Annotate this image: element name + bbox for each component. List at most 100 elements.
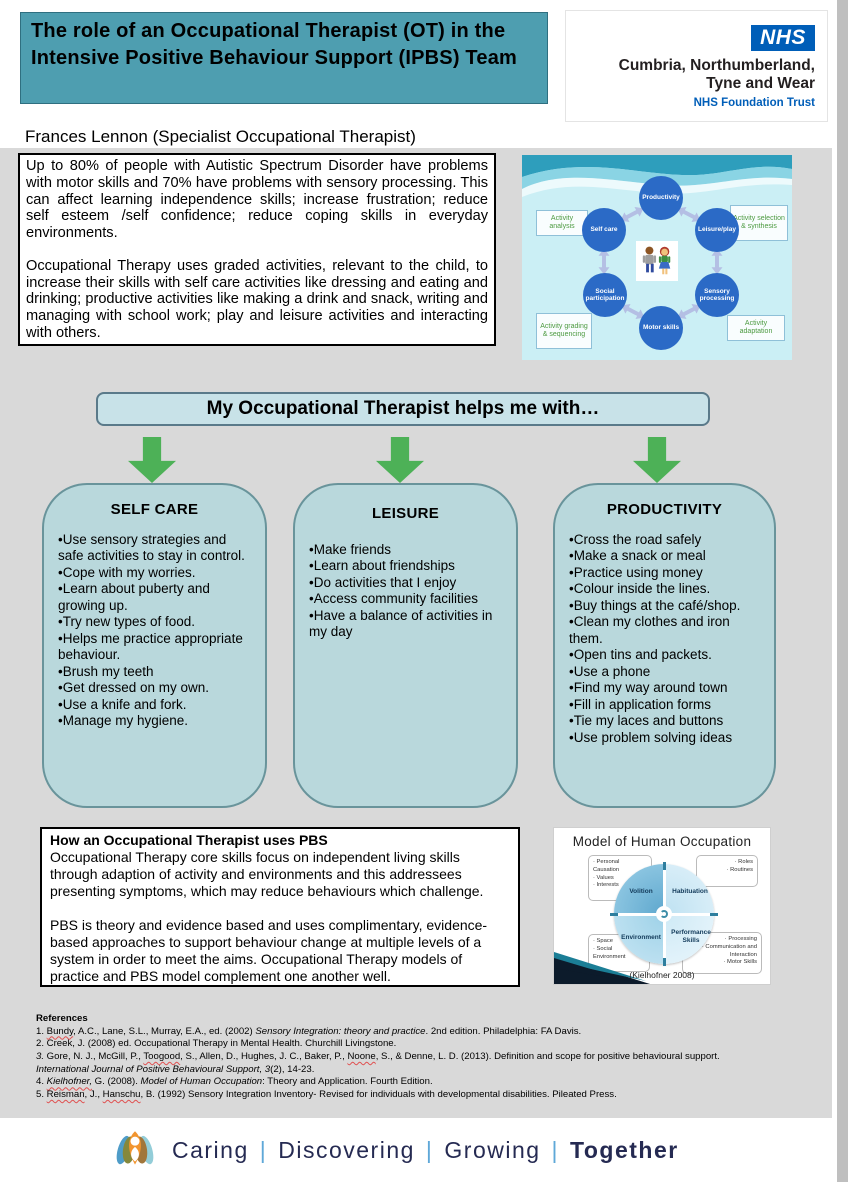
list-item: Fill in application forms	[569, 697, 760, 713]
list-item: Use sensory strategies and safe activiti…	[58, 532, 251, 565]
list-item: Tie my laces and buttons	[569, 713, 760, 729]
divider-tick	[610, 913, 618, 916]
moho-performance-box: · Processing · Communication and Interac…	[682, 932, 762, 974]
footer-band: Caring | Discovering | Growing | Togethe…	[0, 1118, 832, 1182]
list-item: Cross the road safely	[569, 532, 760, 548]
self-care-column: SELF CARE Use sensory strategies and saf…	[42, 483, 267, 808]
circle-social-participation: Social participation	[583, 273, 627, 317]
footer-word: Together	[570, 1136, 679, 1163]
moho-caption: (Kielhofner 2008)	[629, 970, 695, 980]
activity-adaptation-label: Activity adaptation	[727, 315, 785, 341]
self-care-items: Use sensory strategies and safe activiti…	[58, 532, 251, 730]
title-box: The role of an Occupational Therapist (O…	[20, 12, 548, 104]
footer-word: Growing	[444, 1136, 541, 1163]
circle-motor-skills: Motor skills	[639, 306, 683, 350]
list-item: Do activities that I enjoy	[309, 575, 502, 591]
reference-item: 4. Kielhofner, G. (2008). Model of Human…	[36, 1076, 433, 1088]
nhs-organisation-name: Cumbria, Northumberland, Tyne and Wear	[619, 57, 815, 94]
list-item: Clean my clothes and iron them.	[569, 614, 760, 647]
footer-word: Discovering	[278, 1136, 415, 1163]
self-care-title: SELF CARE	[110, 501, 199, 518]
list-item: Open tins and packets.	[569, 647, 760, 663]
list-item: Get dressed on my own.	[58, 680, 251, 696]
reference-item: 1. Bundy, A.C., Lane, S.L., Murray, E.A.…	[36, 1025, 582, 1037]
list-item: Have a balance of activities in my day	[309, 608, 502, 641]
corner-decoration	[554, 952, 650, 984]
list-item: Practice using money	[569, 565, 760, 581]
list-item: Make a snack or meal	[569, 548, 760, 564]
separator-bar: |	[259, 1136, 268, 1163]
list-item: Use a knife and fork.	[58, 697, 251, 713]
list-item: Brush my teeth	[58, 664, 251, 680]
page-edge-strip	[834, 0, 848, 1182]
list-item: Make friends	[309, 542, 502, 558]
leisure-title: LEISURE	[371, 505, 440, 522]
list-item: Try new types of food.	[58, 614, 251, 630]
leisure-items: Make friends Learn about friendships Do …	[309, 542, 502, 641]
divider-tick	[663, 958, 666, 966]
moho-title: Model of Human Occupation	[572, 834, 752, 849]
helps-heading-box: My Occupational Therapist helps me with…	[96, 392, 710, 426]
separator-bar: |	[551, 1136, 560, 1163]
circle-sensory-processing: Sensory processing	[695, 273, 739, 317]
footer-tagline: Caring | Discovering | Growing | Togethe…	[172, 1118, 679, 1182]
list-item: Use problem solving ideas	[569, 730, 760, 746]
pbs-paragraph-1: Occupational Therapy core skills focus o…	[50, 848, 484, 899]
activity-analysis-label: Activity analysis	[536, 210, 588, 236]
reference-item: 3. Gore, N. J., McGill, P., Toogood, S.,…	[36, 1050, 720, 1075]
moho-habituation-box: · Roles · Routines	[696, 855, 758, 887]
nhs-org-line2: Tyne and Wear	[706, 75, 815, 93]
children-icon	[642, 246, 671, 275]
list-item: Helps me practice appropriate behaviour.	[58, 631, 251, 664]
pbs-title: How an Occupational Therapist uses PBS	[50, 832, 328, 848]
references-heading: References	[36, 1013, 88, 1024]
circle-self-care: Self care	[582, 208, 626, 252]
footer-word: Caring	[172, 1136, 249, 1163]
list-item: Cope with my worries.	[58, 565, 251, 581]
label-volition: Volition	[629, 888, 653, 896]
leisure-column: LEISURE Make friends Learn about friends…	[293, 483, 518, 808]
moho-figure: Model of Human Occupation · Personal Cau…	[553, 827, 771, 985]
cycle-arrow-icon	[656, 906, 672, 922]
list-item: Colour inside the lines.	[569, 581, 760, 597]
nhs-foundation-trust-label: NHS Foundation Trust	[693, 97, 815, 109]
productivity-items: Cross the road safely Make a snack or me…	[569, 532, 760, 746]
helps-heading: My Occupational Therapist helps me with…	[206, 398, 600, 419]
page-title: The role of an Occupational Therapist (O…	[31, 20, 517, 69]
intro-paragraph-1: Up to 80% of people with Autistic Spectr…	[26, 158, 488, 242]
list-item: Learn about friendships	[309, 558, 502, 574]
pbs-text-box: How an Occupational Therapist uses PBS O…	[40, 827, 520, 987]
divider-tick	[710, 913, 718, 916]
circle-productivity: Productivity	[639, 176, 683, 220]
nhs-org-line1: Cumbria, Northumberland,	[618, 57, 815, 74]
pbs-paragraph-2: PBS is theory and evidence based and use…	[50, 916, 488, 984]
references-section: References 1. Bundy, A.C., Lane, S.L., M…	[36, 1013, 828, 1102]
productivity-title: PRODUCTIVITY	[606, 501, 723, 518]
nhs-logo: NHS	[751, 25, 815, 51]
nhs-logo-block: NHS Cumbria, Northumberland, Tyne and We…	[565, 10, 828, 122]
references-list: 1. Bundy, A.C., Lane, S.L., Murray, E.A.…	[36, 1026, 828, 1102]
list-item: Learn about puberty and growing up.	[58, 581, 251, 614]
divider-tick	[663, 862, 666, 870]
separator-bar: |	[425, 1136, 434, 1163]
list-item: Buy things at the café/shop.	[569, 598, 760, 614]
reference-item: 2. Creek, J. (2008) ed. Occupational The…	[36, 1038, 397, 1050]
trust-flower-logo	[116, 1131, 154, 1165]
occupation-wheel-diagram: Activity analysis Activity selection & s…	[522, 155, 792, 360]
label-habituation: Habituation	[672, 888, 708, 896]
list-item: Find my way around town	[569, 680, 760, 696]
reference-item: 5. Reisman, J., Hanschu, B. (1992) Senso…	[36, 1088, 617, 1100]
intro-text-box: Up to 80% of people with Autistic Spectr…	[18, 153, 496, 346]
intro-paragraph-2: Occupational Therapy uses graded activit…	[26, 257, 488, 342]
label-environment: Environment	[621, 934, 661, 942]
list-item: Access community facilities	[309, 591, 502, 607]
productivity-column: PRODUCTIVITY Cross the road safely Make …	[553, 483, 776, 808]
activity-grading-label: Activity grading & sequencing	[536, 313, 592, 349]
children-illustration	[636, 241, 678, 281]
list-item: Use a phone	[569, 664, 760, 680]
circle-leisure-play: Leisure/play	[695, 208, 739, 252]
activity-selection-label: Activity selection & synthesis	[730, 205, 788, 241]
label-performance: Performance Skills	[671, 929, 711, 944]
author-line: Frances Lennon (Specialist Occupational …	[25, 127, 416, 146]
